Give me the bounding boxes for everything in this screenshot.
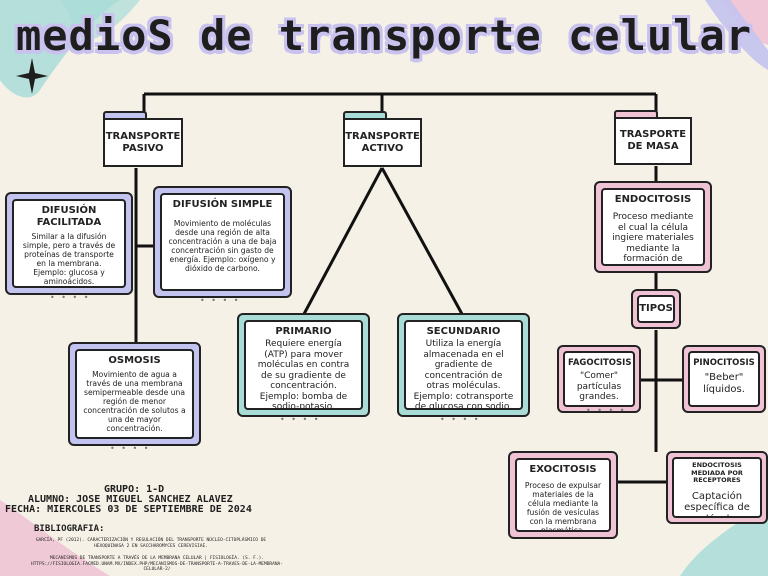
- card-primario: PRIMARIO Requiere energía (ATP) para mov…: [237, 313, 370, 417]
- card-title: OSMOSIS: [108, 355, 161, 366]
- card-endocitosis: ENDOCITOSIS Proceso mediante el cual la …: [594, 181, 712, 273]
- info-ref-2: MECANISMOS DE TRANSPORTE A TRAVÉS DE LA …: [31, 556, 283, 572]
- card-title: PRIMARIO: [275, 326, 332, 337]
- category-label-masa: TRASPORTE DE MASA: [619, 129, 687, 152]
- info-ref-1: GARCÍA, PF (2012). CARACTERIZACIÓN Y REG…: [35, 538, 267, 549]
- card-osmosis: OSMOSIS Movimiento de agua a través de u…: [68, 342, 201, 446]
- card-body: Requiere energía (ATP) para mover molécu…: [257, 339, 350, 410]
- info-alumno: ALUMNO: JOSE MIGUEL SANCHEZ ALAVEZ: [28, 494, 233, 505]
- decorative-dots: • • • •: [440, 415, 481, 424]
- card-title: DIFUSIÓN SIMPLE: [172, 199, 273, 210]
- card-title: ENDOCITOSIS MEDIADA POR RECEPTORES: [691, 461, 743, 484]
- card-secundario: SECUNDARIO Utiliza la energía almacenada…: [397, 313, 530, 417]
- card-body: Similar a la difusión simple, pero a tra…: [22, 232, 116, 286]
- decorative-dots: • • • •: [586, 406, 627, 415]
- info-grupo: GRUPO: 1-D: [104, 484, 165, 495]
- card-fagocitosis: FAGOCITOSIS "Comer" partículas grandes.: [557, 345, 641, 413]
- purple-brush-top-right: [705, 0, 768, 70]
- card-endocitosis-receptores: ENDOCITOSIS MEDIADA POR RECEPTORES Capta…: [666, 451, 768, 524]
- card-title: TIPOS: [639, 303, 673, 314]
- category-label-activo: TRANSPORTE ACTIVO: [345, 130, 420, 154]
- teal-brush-top-left-2: [60, 0, 140, 41]
- card-body: "Comer" partículas grandes.: [576, 371, 622, 402]
- card-body: Utiliza la energía almacenada en el grad…: [413, 339, 514, 410]
- card-title: ENDOCITOSIS: [614, 194, 692, 205]
- category-transporte-activo: TRANSPORTE ACTIVO: [343, 118, 422, 167]
- category-transporte-pasivo: TRANSPORTE PASIVO: [103, 118, 183, 167]
- card-body: Captación específica de moléculas.: [684, 490, 750, 517]
- card-body: Movimiento de moléculas desde una región…: [168, 219, 277, 273]
- pink-brush-bottom-left: [0, 500, 110, 576]
- card-difusion-facilitada: DIFUSIÓN FACILITADA Similar a la difusió…: [5, 192, 133, 295]
- card-title: PINOCITOSIS: [693, 358, 755, 368]
- folder-tab-activo: [343, 111, 387, 120]
- card-title: DIFUSIÓN FACILITADA: [36, 205, 102, 228]
- card-body: Proceso mediante el cual la célula ingie…: [612, 212, 694, 264]
- page-title: medioS de transporte celular: [15, 11, 752, 60]
- card-title: FAGOCITOSIS: [568, 358, 632, 368]
- category-transporte-masa: TRASPORTE DE MASA: [614, 117, 692, 165]
- card-body: Movimiento de agua a través de una membr…: [83, 370, 186, 433]
- decorative-dots: • • • •: [110, 444, 151, 453]
- decorative-dots: • • • •: [50, 293, 91, 302]
- sparkle-icon: [16, 58, 48, 94]
- folder-tab-masa: [614, 110, 658, 119]
- card-pinocitosis: PINOCITOSIS "Beber" líquidos.: [682, 345, 766, 413]
- card-tipos: TIPOS: [631, 289, 681, 329]
- card-title: SECUNDARIO: [426, 326, 501, 337]
- folder-tab-pasivo: [103, 111, 147, 120]
- card-difusion-simple: DIFUSIÓN SIMPLE Movimiento de moléculas …: [153, 186, 292, 298]
- card-exocitosis: EXOCITOSIS Proceso de expulsar materiale…: [508, 451, 618, 539]
- decorative-dots: • • • •: [280, 415, 321, 424]
- card-title: EXOCITOSIS: [529, 464, 597, 475]
- info-fecha: FECHA: MIERCOLES 03 DE SEPTIEMBRE DE 202…: [5, 504, 252, 515]
- category-label-pasivo: TRANSPORTE PASIVO: [105, 130, 181, 154]
- card-body: "Beber" líquidos.: [703, 372, 745, 395]
- decorative-dots: • • • •: [200, 296, 241, 305]
- info-bibliografia: BIBLIOGRAFIA:: [34, 524, 105, 534]
- card-body: Proceso de expulsar materiales de la cél…: [524, 481, 602, 532]
